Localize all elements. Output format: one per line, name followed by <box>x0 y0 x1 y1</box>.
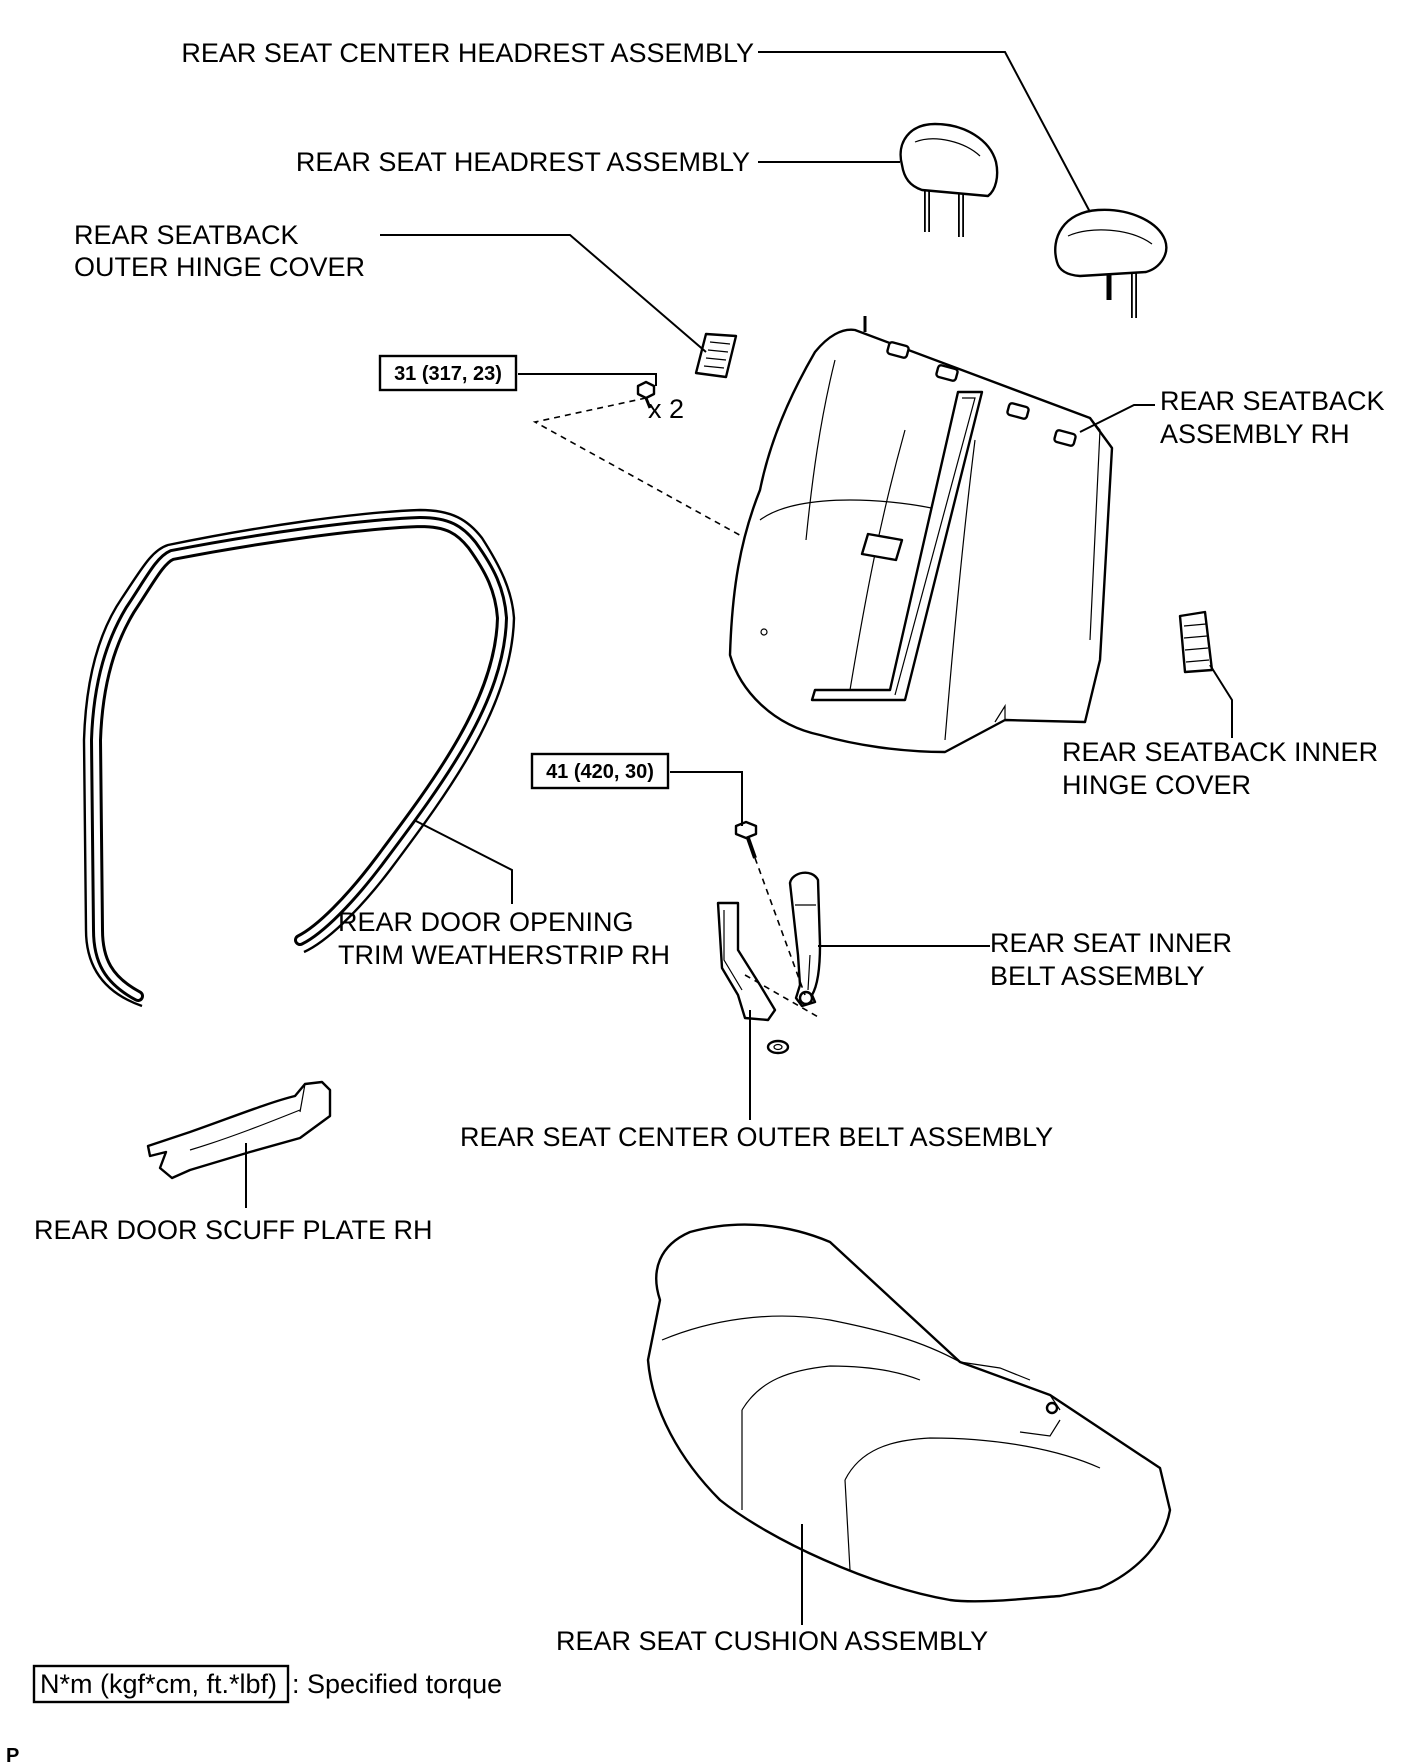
label-inner-hinge-cover-line1: REAR SEATBACK INNER <box>1062 737 1378 767</box>
label-inner-belt-line2: BELT ASSEMBLY <box>990 961 1205 991</box>
rear-seatback-assembly-rh <box>728 316 1114 754</box>
torque-legend: N*m (kgf*cm, ft.*lbf) : Specified torque <box>32 1664 502 1704</box>
label-scuff-plate: REAR DOOR SCUFF PLATE RH <box>34 1215 433 1245</box>
belt-bolt <box>734 820 758 859</box>
legend-unit: N*m (kgf*cm, ft.*lbf) <box>40 1669 277 1699</box>
torque-value-belt: 41 (420, 30) <box>546 761 654 783</box>
part-labels: REAR SEAT CENTER HEADREST ASSEMBLY REAR … <box>34 38 1385 1656</box>
label-cushion: REAR SEAT CUSHION ASSEMBLY <box>556 1626 988 1656</box>
rear-seatback-outer-hinge-cover <box>694 332 738 379</box>
rear-door-opening-trim-weatherstrip-rh <box>82 508 516 1008</box>
label-outer-hinge-cover-line1: REAR SEATBACK <box>74 220 299 250</box>
leader-lines <box>245 51 1233 1625</box>
seatback-bolt <box>636 380 656 409</box>
rear-seat-center-outer-belt-assembly <box>716 901 790 1055</box>
label-seatback-line1: REAR SEATBACK <box>1160 386 1385 416</box>
installation-guides <box>532 397 821 1019</box>
label-inner-belt-line1: REAR SEAT INNER <box>990 928 1232 958</box>
torque-box-belt: 41 (420, 30) <box>530 752 670 790</box>
label-weatherstrip-line2: TRIM WEATHERSTRIP RH <box>338 940 670 970</box>
rear-seat-inner-belt-assembly <box>788 871 822 1008</box>
label-inner-hinge-cover-line2: HINGE COVER <box>1062 770 1251 800</box>
label-center-headrest: REAR SEAT CENTER HEADREST ASSEMBLY <box>181 38 754 68</box>
rear-seatback-inner-hinge-cover <box>1178 610 1214 674</box>
label-headrest: REAR SEAT HEADREST ASSEMBLY <box>296 147 750 177</box>
legend-text: : Specified torque <box>292 1669 502 1699</box>
torque-value-seatback: 31 (317, 23) <box>394 363 502 385</box>
torque-box-seatback: 31 (317, 23) <box>378 354 518 392</box>
label-center-outer-belt: REAR SEAT CENTER OUTER BELT ASSEMBLY <box>460 1122 1053 1152</box>
label-seatback-line2: ASSEMBLY RH <box>1160 419 1350 449</box>
rear-seat-center-headrest <box>1054 208 1168 318</box>
label-outer-hinge-cover-line2: OUTER HINGE COVER <box>74 252 365 282</box>
bolt-quantity: x 2 <box>648 394 684 424</box>
rear-seat-headrest <box>899 122 999 237</box>
corner-mark: P <box>6 1745 19 1763</box>
label-weatherstrip-line1: REAR DOOR OPENING <box>338 907 634 937</box>
rear-seat-cushion-assembly <box>646 1223 1172 1603</box>
rear-door-scuff-plate-rh <box>146 1080 332 1180</box>
